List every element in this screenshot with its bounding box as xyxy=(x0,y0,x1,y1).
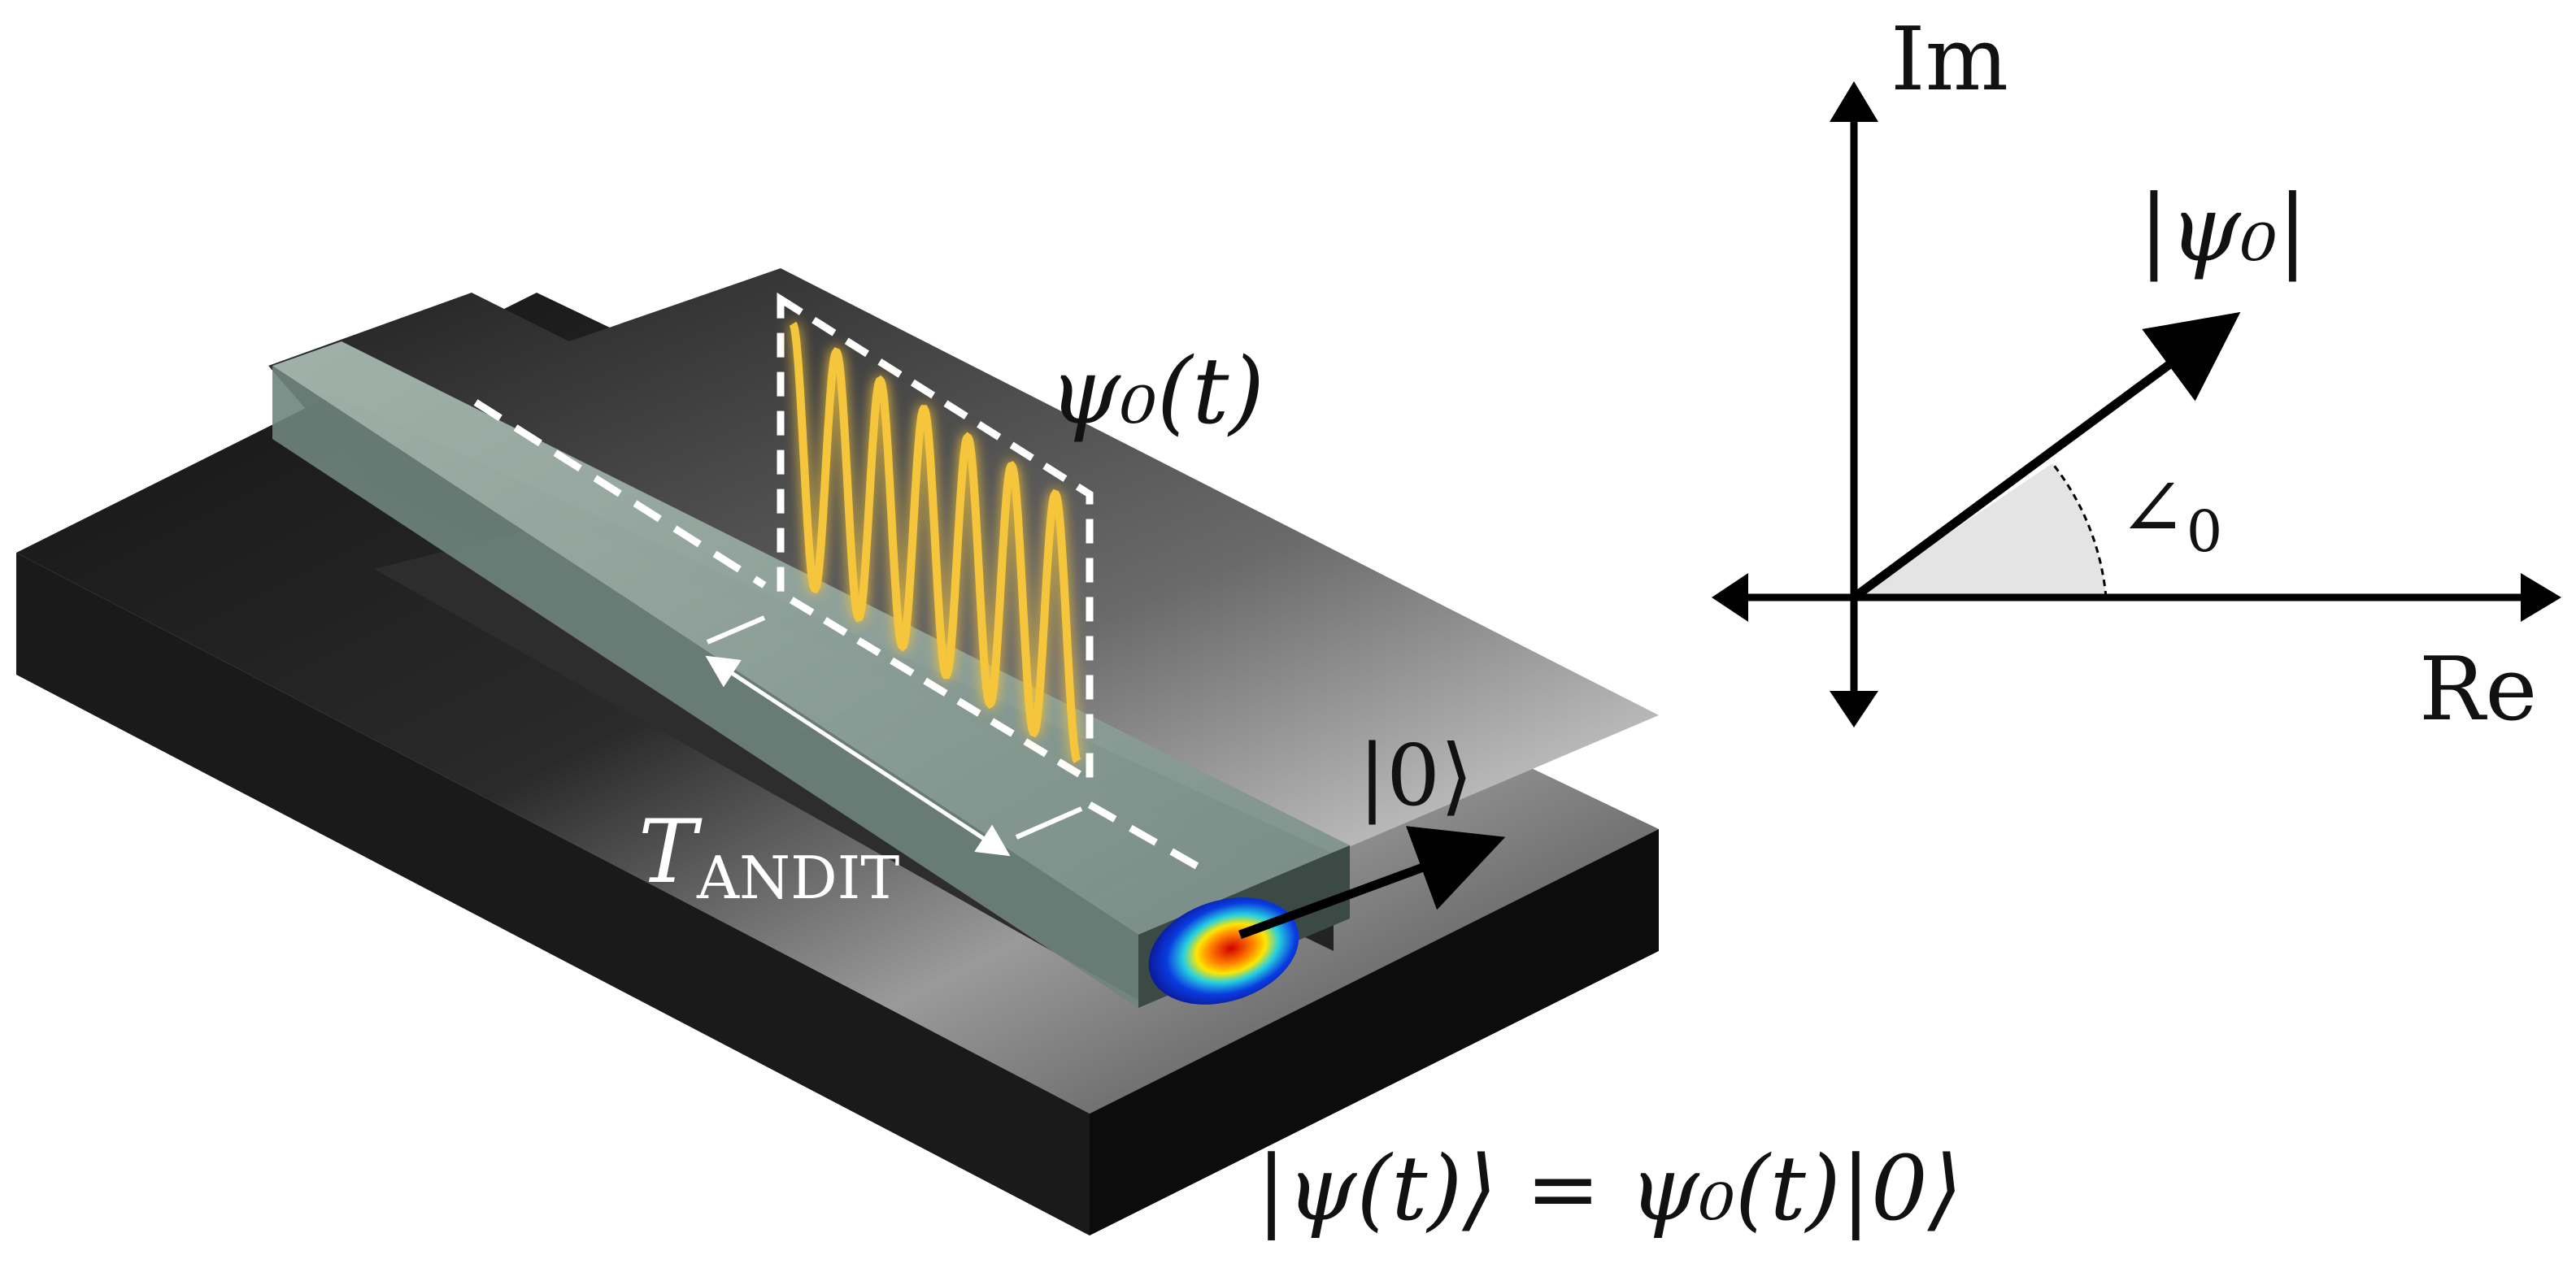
phasor-diagram: Im Re |ψ₀| ∠0 xyxy=(1712,9,2561,740)
propagation-axis-front xyxy=(1087,801,1206,873)
state-equation: |ψ(t)⟩ = ψ₀(t)|0⟩ xyxy=(1256,1136,1963,1240)
angle-label: ∠0 xyxy=(2118,461,2222,565)
slab-side xyxy=(1090,829,1659,1235)
slab-front xyxy=(16,553,1090,1235)
delay-arrow xyxy=(705,615,1083,857)
angle-label-sub: 0 xyxy=(2187,498,2223,565)
wave-panel xyxy=(777,292,1094,787)
imag-axis-arrow-down-icon xyxy=(1830,691,1878,727)
upper-block-top xyxy=(268,268,1659,853)
oscillating-wave xyxy=(789,321,1081,764)
delay-label: TANDIT xyxy=(638,801,899,912)
mode-label: |0⟩ xyxy=(1358,726,1473,825)
propagation-axis-back xyxy=(473,399,767,588)
delay-label-main: T xyxy=(638,801,703,903)
delay-label-sub: ANDIT xyxy=(696,844,899,912)
amplitude-label: ψ₀(t) xyxy=(1049,339,1264,445)
ridge-top xyxy=(272,341,1350,935)
real-axis-arrow-right-icon xyxy=(2521,573,2561,622)
angle-arc xyxy=(2051,462,2108,598)
imag-axis-arrow-up-icon xyxy=(1830,81,1878,122)
mode-output-arrow xyxy=(1238,826,1506,940)
real-axis-label: Re xyxy=(2419,639,2537,740)
real-axis-arrow-left-icon xyxy=(1712,573,1748,622)
angle-label-main: ∠ xyxy=(2118,461,2187,556)
wave-panel-frame xyxy=(777,292,1094,787)
imag-axis-label: Im xyxy=(1891,9,2008,111)
magnitude-label: |ψ₀| xyxy=(2139,176,2308,282)
angle-sector xyxy=(1854,463,2106,597)
phasor-vector xyxy=(1851,311,2241,601)
